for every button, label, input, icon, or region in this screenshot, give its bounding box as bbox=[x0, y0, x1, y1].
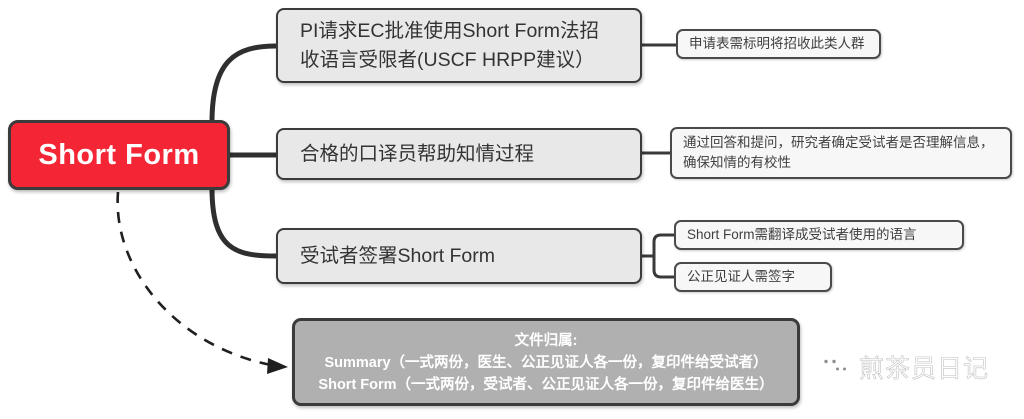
summary-line-2: Summary（一式两份，医生、公正见证人各一份，复印件给受试者） bbox=[324, 355, 768, 372]
watermark-text: 煎茶员日记 bbox=[859, 355, 990, 384]
branch-node-2-label: 合格的口译员帮助知情过程 bbox=[300, 142, 535, 165]
connector-branch-3-sub-2 bbox=[652, 254, 676, 279]
sub-node-3-2[interactable]: 公正见证人需签字 bbox=[674, 262, 832, 292]
branch-node-1[interactable]: PI请求EC批准使用Short Form法招收语言受限者(USCF HRPP建议… bbox=[276, 8, 642, 83]
connector-root-branch-3 bbox=[209, 185, 279, 259]
wechat-icon bbox=[818, 353, 851, 381]
summary-node[interactable]: 文件归属: Summary（一式两份，医生、公正见证人各一份，复印件给受试者） … bbox=[292, 318, 800, 406]
summary-line-1: 文件归属: bbox=[514, 333, 578, 349]
root-node-label: Short Form bbox=[38, 138, 200, 171]
watermark: 煎茶员日记 bbox=[818, 349, 989, 385]
summary-line-3: Short Form（一式两份，受试者、公正见证人各一份，复印件给医生） bbox=[318, 377, 774, 394]
branch-node-1-label: PI请求EC批准使用Short Form法招收语言受限者(USCF HRPP建议… bbox=[300, 20, 600, 71]
arrowhead-icon bbox=[267, 358, 288, 374]
connector-root-summary-dashed bbox=[116, 191, 277, 368]
sub-node-1-1-label: 申请表需标明将招收此类人群 bbox=[689, 36, 865, 52]
root-node[interactable]: Short Form bbox=[8, 120, 230, 190]
connector-root-branch-1 bbox=[209, 43, 279, 125]
branch-node-3[interactable]: 受试者签署Short Form bbox=[276, 228, 642, 284]
sub-node-3-1[interactable]: Short Form需翻译成受试者使用的语言 bbox=[674, 220, 964, 250]
sub-node-3-1-label: Short Form需翻译成受试者使用的语言 bbox=[687, 227, 917, 243]
branch-node-2[interactable]: 合格的口译员帮助知情过程 bbox=[276, 128, 642, 180]
connector-branch-3-sub-1 bbox=[652, 233, 676, 258]
sub-node-2-1[interactable]: 通过回答和提问，研究者确定受试者是否理解信息，确保知情的有校性 bbox=[670, 127, 1012, 179]
sub-node-2-1-label: 通过回答和提问，研究者确定受试者是否理解信息，确保知情的有校性 bbox=[683, 135, 994, 170]
sub-node-1-1[interactable]: 申请表需标明将招收此类人群 bbox=[676, 29, 881, 59]
branch-node-3-label: 受试者签署Short Form bbox=[300, 244, 496, 267]
sub-node-3-2-label: 公正见证人需签字 bbox=[687, 269, 795, 285]
